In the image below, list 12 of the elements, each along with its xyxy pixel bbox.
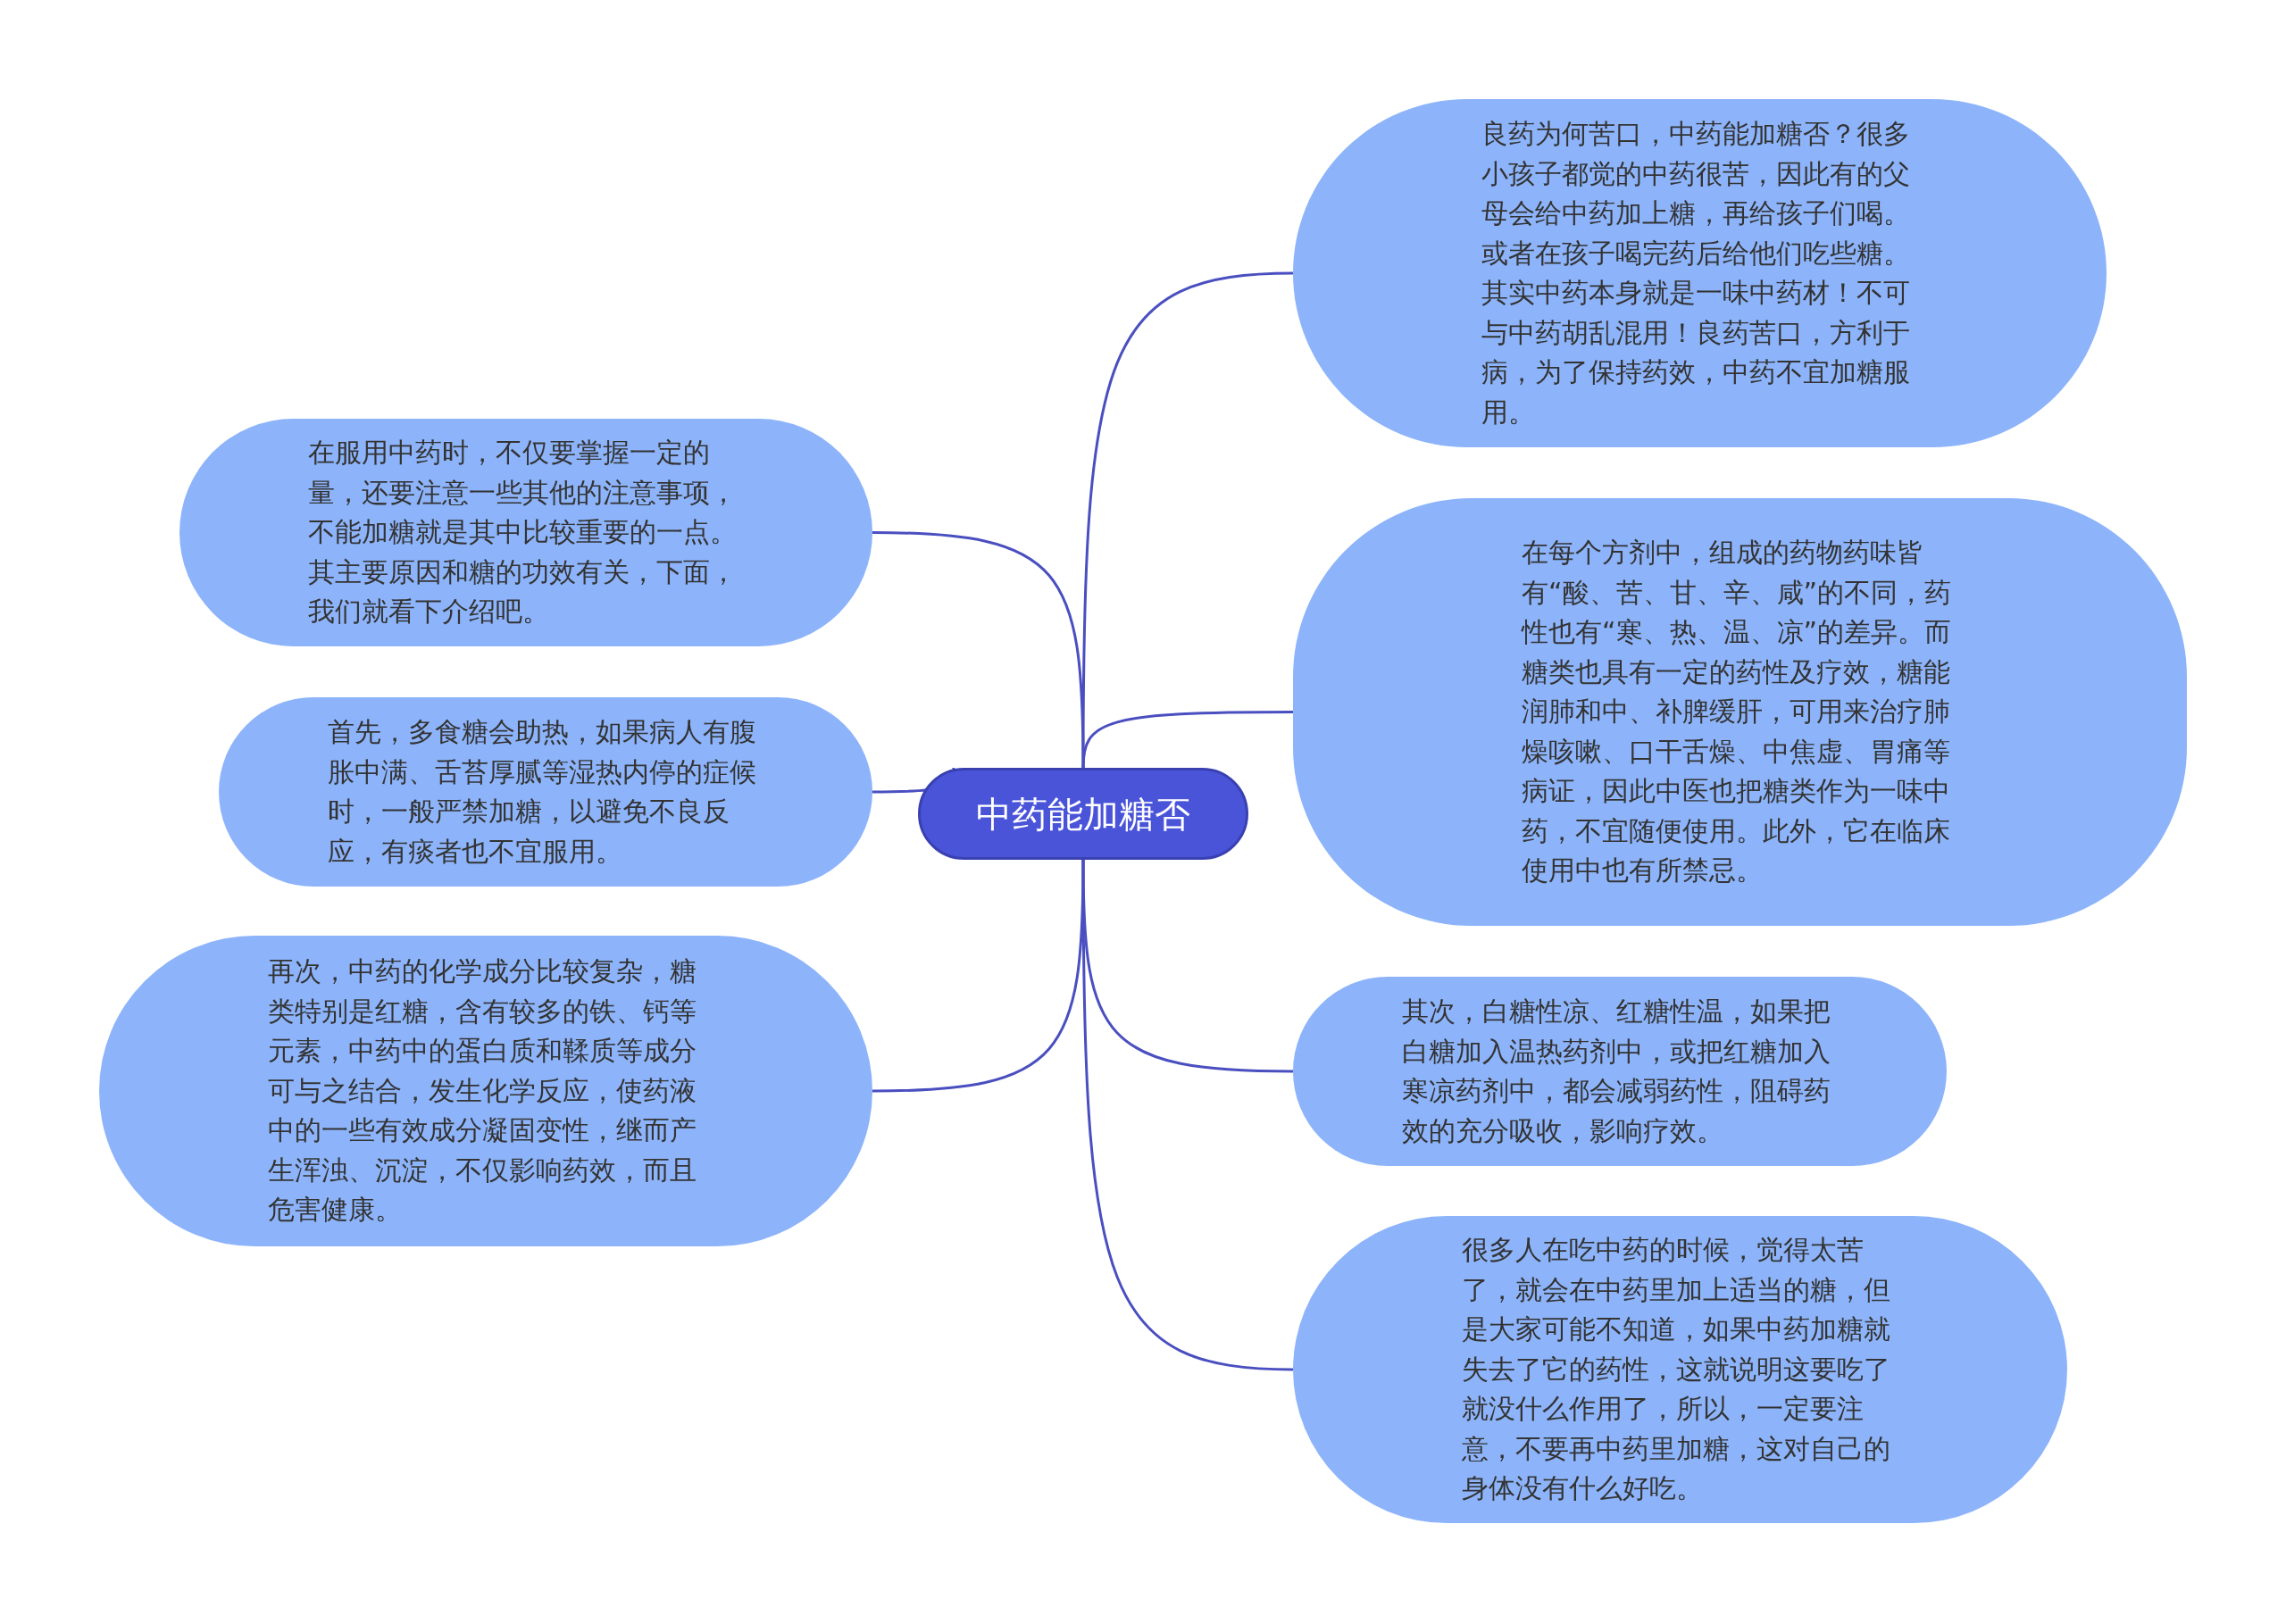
paragraph-text: 良药为何苦口，中药能加糖否？很多小孩子都觉的中药很苦，因此有的父母会给中药加上糖，再给孩子们喝。或者在孩子喝完药后给他们吃些糖。其实中药本身就是一味中药材！不可与中药胡乱混用！良药苦口，方利于病，为了保持药效，中药不宜加糖服用。 bbox=[1481, 117, 1911, 429]
paragraph-text: 在每个方剂中，组成的药物药味皆有“酸、苦、甘、辛、咸”的不同，药性也有“寒、热、温、凉”的差异。而糖类也具有一定的药性及疗效，糖能润肺和中、补脾缓肝，可用来治疗肺燥咳嗽、口干舌燥、中焦虚、胃痛等病证，因此中医也把糖类作为一味中药，不宜随便使用。此外，它在临床使用中也有所禁忌。 bbox=[1522, 536, 1953, 888]
paragraph-text: 在服用中药时，不仅要掌握一定的量，还要注意一些其他的注意事项，不能加糖就是其中比较重要的一点。其主要原因和糖的功效有关，下面，我们就看下介绍吧。 bbox=[307, 436, 738, 629]
paragraph-text: 再次，中药的化学成分比较复杂，糖类特别是红糖，含有较多的铁、钙等元素，中药中的蛋白质和鞣质等成分可与之结合，发生化学反应，使药液中的一些有效成分凝固变性，继而产生浑浊、沉淀，不仅影响药效，而且危害健康。 bbox=[267, 954, 697, 1228]
connector-line bbox=[872, 860, 1085, 1093]
paragraph-text: 很多人在吃中药的时候，觉得太苦了，就会在中药里加上适当的糖，但是大家可能不知道，如果中药加糖就失去了它的药性，这就说明这要吃了就没什么作用了，所以，一定要注意，不要再中药里加糖，这对自己的身体没有什么好吃。 bbox=[1462, 1233, 1891, 1506]
topic-title: 中药能加糖否 bbox=[976, 792, 1190, 836]
connector-line bbox=[1081, 860, 1294, 1371]
connector-line bbox=[1081, 711, 1293, 769]
connector-line bbox=[872, 531, 1085, 768]
paragraph-text: 首先，多食糖会助热，如果病人有腹胀中满、舌苔厚腻等湿热内停的症候时，一般严禁加糖，以避免不良反应，有痰者也不宜服用。 bbox=[327, 715, 757, 869]
paragraph-text: 其次，白糖性凉、红糖性温，如果把白糖加入温热药剂中，或把红糖加入寒凉药剂中，都会减弱药性，阻碍药效的充分吸收，影响疗效。 bbox=[1401, 995, 1831, 1148]
